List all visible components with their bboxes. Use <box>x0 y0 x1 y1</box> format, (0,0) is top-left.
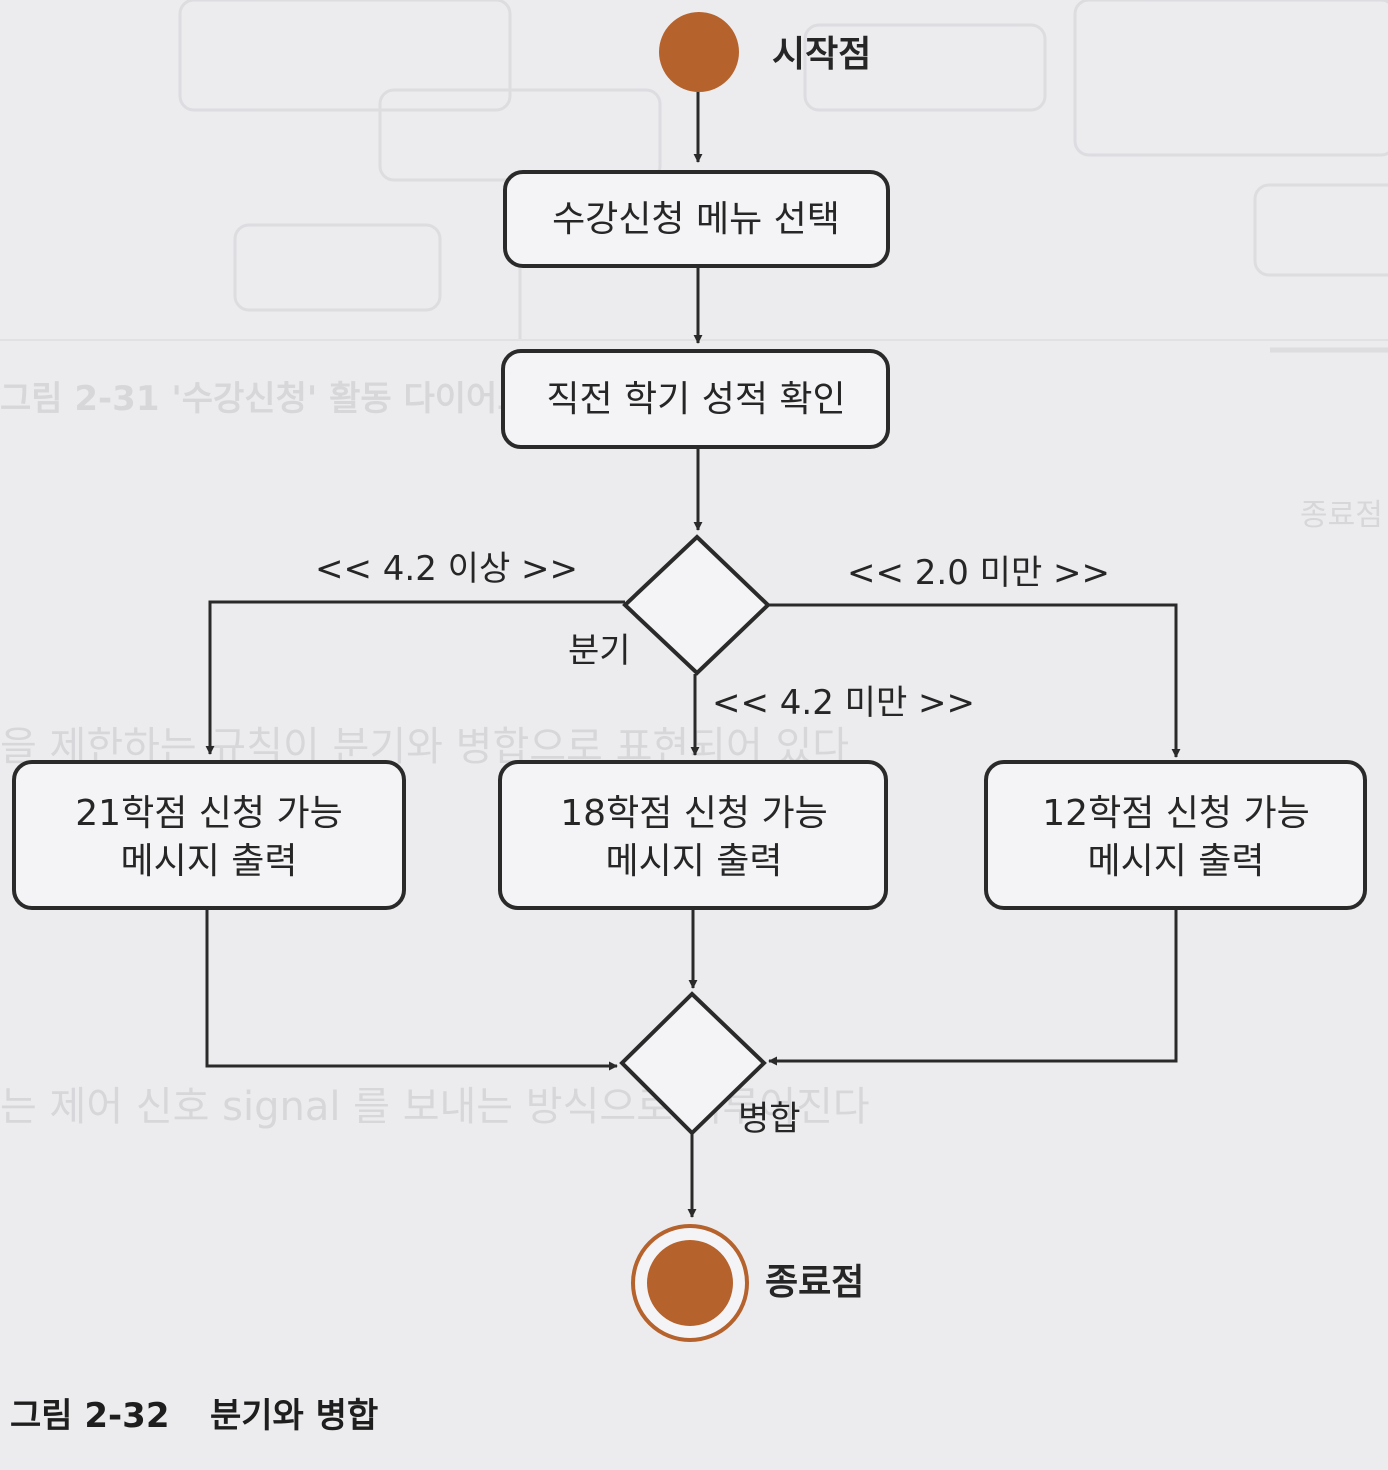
action-check-grade-label: 직전 학기 성적 확인 <box>546 379 845 420</box>
end-label: 종료점 <box>765 1262 864 1303</box>
svg-text:그림 2-31 '수강신청' 활동 다이어그램: 그림 2-31 '수강신청' 활동 다이어그램 <box>0 379 560 419</box>
flow-decision-to-21 <box>205 600 625 755</box>
action-18-credits-line2: 메시지 출력 <box>605 841 782 882</box>
action-18-credits-line1: 18학점 신청 가능 <box>560 793 827 834</box>
decision-node <box>622 534 771 676</box>
guard-left-label: << 4.2 이상 >> <box>315 549 578 589</box>
flow-12-to-merge <box>768 908 1178 1066</box>
flow-decision-to-12 <box>768 603 1181 758</box>
end-node <box>647 1240 733 1326</box>
guard-right-label: << 2.0 미만 >> <box>847 553 1110 593</box>
flow-21-to-merge <box>205 908 618 1071</box>
svg-text:종료점: 종료점 <box>1300 498 1383 533</box>
figure-number: 그림 2-32 <box>10 1396 169 1436</box>
action-21-credits-line2: 메시지 출력 <box>120 841 297 882</box>
decision-label: 분기 <box>568 631 631 671</box>
action-21-credits <box>12 760 406 910</box>
guard-center-label: << 4.2 미만 >> <box>712 683 975 723</box>
merge-node <box>619 991 767 1136</box>
action-check-grade <box>501 349 890 449</box>
action-select-menu-label: 수강신청 메뉴 선택 <box>552 199 840 240</box>
action-12-credits-line1: 12학점 신청 가능 <box>1042 793 1309 834</box>
merge-label: 병합 <box>738 1099 801 1139</box>
action-select-menu <box>503 170 890 268</box>
start-node <box>659 12 739 92</box>
action-21-credits-line1: 21학점 신청 가능 <box>75 793 342 834</box>
action-12-credits-line2: 메시지 출력 <box>1087 841 1264 882</box>
action-18-credits <box>498 760 888 910</box>
action-12-credits <box>984 760 1367 910</box>
figure-title: 분기와 병합 <box>210 1396 378 1436</box>
start-label: 시작점 <box>772 34 871 75</box>
